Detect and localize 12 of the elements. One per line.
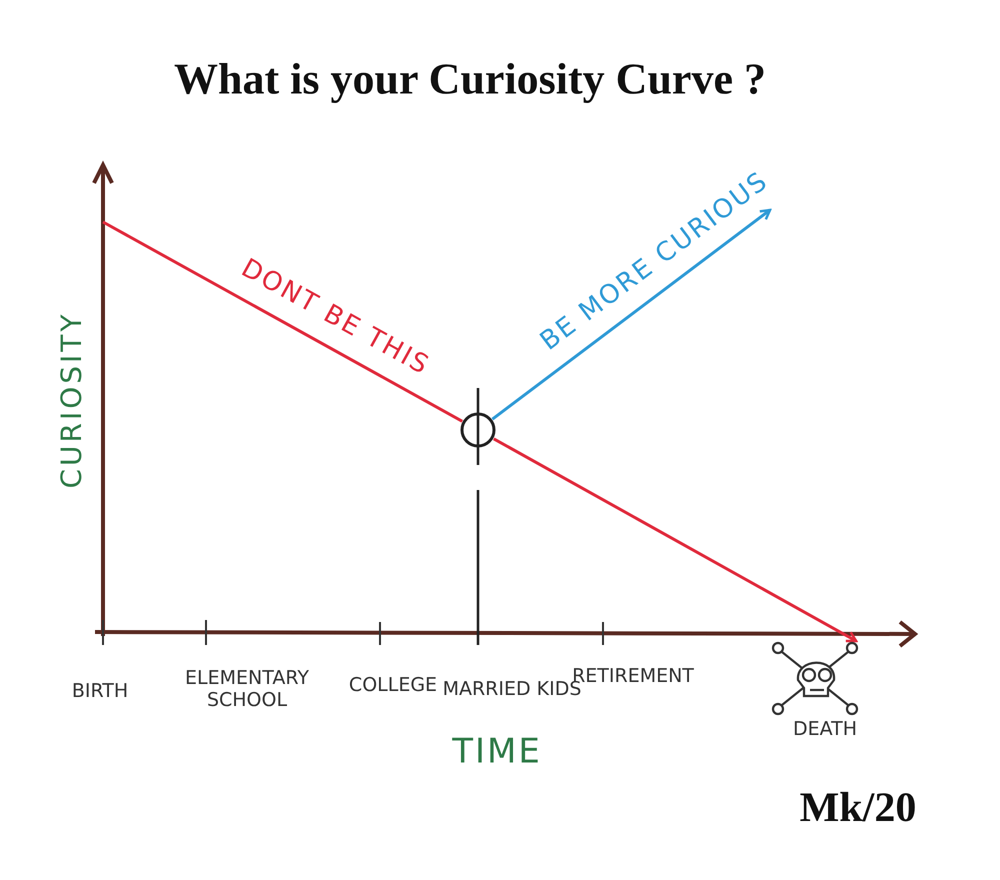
axis-title: CURIOSITY	[56, 311, 88, 489]
axis-label: COLLEGE	[348, 675, 438, 697]
axis-label: ELEMENTARY SCHOOL	[184, 668, 310, 712]
axis-title: TIME	[452, 732, 542, 772]
axis-label: BIRTH	[72, 681, 128, 703]
title: What is your Curiosity Curve ?	[174, 54, 766, 106]
arrow	[492, 437, 858, 642]
intersection-circle	[460, 412, 496, 448]
signature: Mk/20	[800, 784, 916, 832]
arrow	[491, 208, 772, 420]
axis-label: DEATH	[792, 719, 858, 741]
skull-and-crossbones-icon	[771, 641, 857, 715]
